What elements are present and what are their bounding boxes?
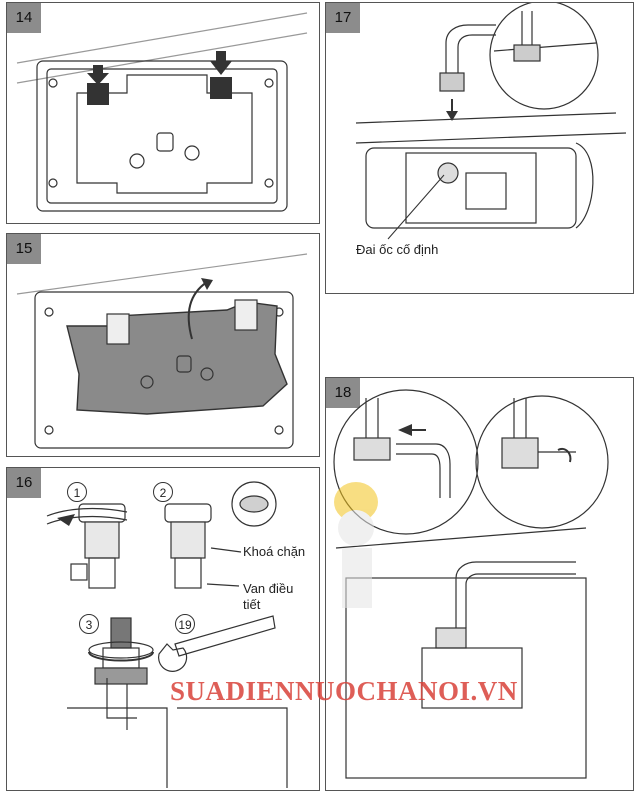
sub-step-1-label: 1: [67, 482, 87, 502]
step-number: 18: [326, 378, 360, 408]
label-shutoff-valve: Khoá chặn: [243, 544, 306, 559]
panel-step-17: 17 Đai ốc cố định: [325, 2, 634, 294]
wrench-size-label: 19: [175, 614, 195, 634]
sub-step-3-label: 3: [79, 614, 99, 634]
panel-step-14: 14: [6, 2, 320, 224]
hose-connection-illustration: [355, 3, 627, 240]
label-regulating-valve-line1: Van điều: [243, 581, 294, 596]
panel-step-16: 16 1 2 3 19: [6, 467, 320, 791]
step-number: 15: [7, 234, 41, 264]
step-number: 17: [326, 3, 360, 33]
step-number: 14: [7, 3, 41, 33]
sub-step-2-label: 2: [153, 482, 173, 502]
frame-with-clips-illustration: [16, 12, 308, 212]
panel-step-18: 18: [325, 377, 634, 791]
step-number: 16: [7, 468, 41, 498]
valve-hose-attach-illustration: [333, 389, 609, 779]
website-watermark: SUADIENNUOCHANOI.VN: [170, 676, 518, 706]
label-fixing-nut: Đai ốc cố định: [356, 242, 439, 257]
valve-adjustment-illustration: [46, 481, 288, 788]
cover-plate-lifted-illustration: [16, 253, 308, 449]
panel-step-15: 15: [6, 233, 320, 457]
label-regulating-valve-line2: tiết: [243, 597, 261, 612]
worker-mascot-graphic: [334, 482, 378, 608]
